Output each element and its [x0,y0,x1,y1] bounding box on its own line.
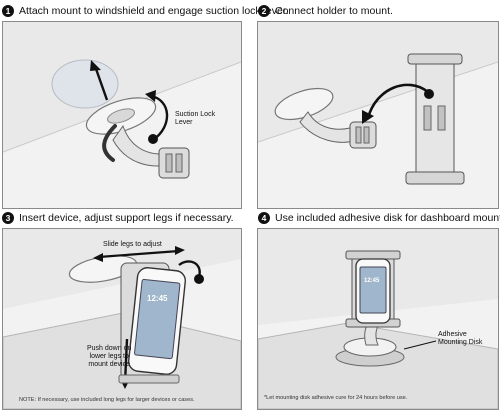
phone-holder [415,59,455,185]
mount-head [158,147,190,179]
step-4-text: Use included adhesive disk for dashboard… [275,212,500,224]
step-3-number: 3 [2,212,14,224]
smartphone-screen [134,278,181,360]
windshield-mount-drawing [3,22,241,179]
lever-pivot-dot [148,134,158,144]
lever-rotation-arrow [150,94,169,141]
smartphone-screen [359,266,387,314]
step-3-text: Insert device, adjust support legs if ne… [19,212,234,224]
dashboard-mount-drawing [258,229,498,409]
step-3-note: NOTE: If necessary, use included long le… [19,397,195,403]
step-4-number: 4 [258,212,270,224]
step-4-illustration: Adhesive Mounting Disk 12:45 *Let mounti… [257,228,499,410]
insert-device-drawing [3,229,241,409]
step-2-number: 2 [258,5,270,17]
step-4-note: *Let mounting disk adhesive cure for 24 … [264,395,408,401]
phone-clock: 12:45 [364,278,380,284]
adjust-curve-arrow [178,260,201,278]
step-1-text: Attach mount to windshield and engage su… [19,5,289,17]
arrow-start-dot [424,89,434,99]
connect-arrow [366,83,429,119]
push-down-callout: Push down on lower legs to mount device [87,345,132,368]
slide-legs-arrow [98,249,180,259]
step-1-heading: 1 Attach mount to windshield and engage … [2,5,289,17]
step-2-text: Connect holder to mount. [275,5,393,17]
step-1-illustration: Suction Lock Lever [2,21,242,209]
push-arrow [93,65,109,101]
step-1-number: 1 [2,5,14,17]
suction-lock-lever-callout: Suction Lock Lever [175,111,216,126]
step-3-illustration: Slide legs to adjust Push down on lower … [2,228,242,410]
step-4-heading: 4 Use included adhesive disk for dashboa… [258,212,500,224]
windshield-target-ring [51,59,119,109]
step-2-illustration [257,21,499,209]
connect-holder-drawing [258,22,498,185]
suction-lock-lever [102,124,117,162]
mount-head [349,121,377,149]
step-3-heading: 3 Insert device, adjust support legs if … [2,212,234,224]
step-2-heading: 2 Connect holder to mount. [258,5,393,17]
slide-legs-callout: Slide legs to adjust [103,241,162,248]
phone-clock: 12:45 [147,294,168,303]
adhesive-disk-callout: Adhesive Mounting Disk [438,331,483,346]
